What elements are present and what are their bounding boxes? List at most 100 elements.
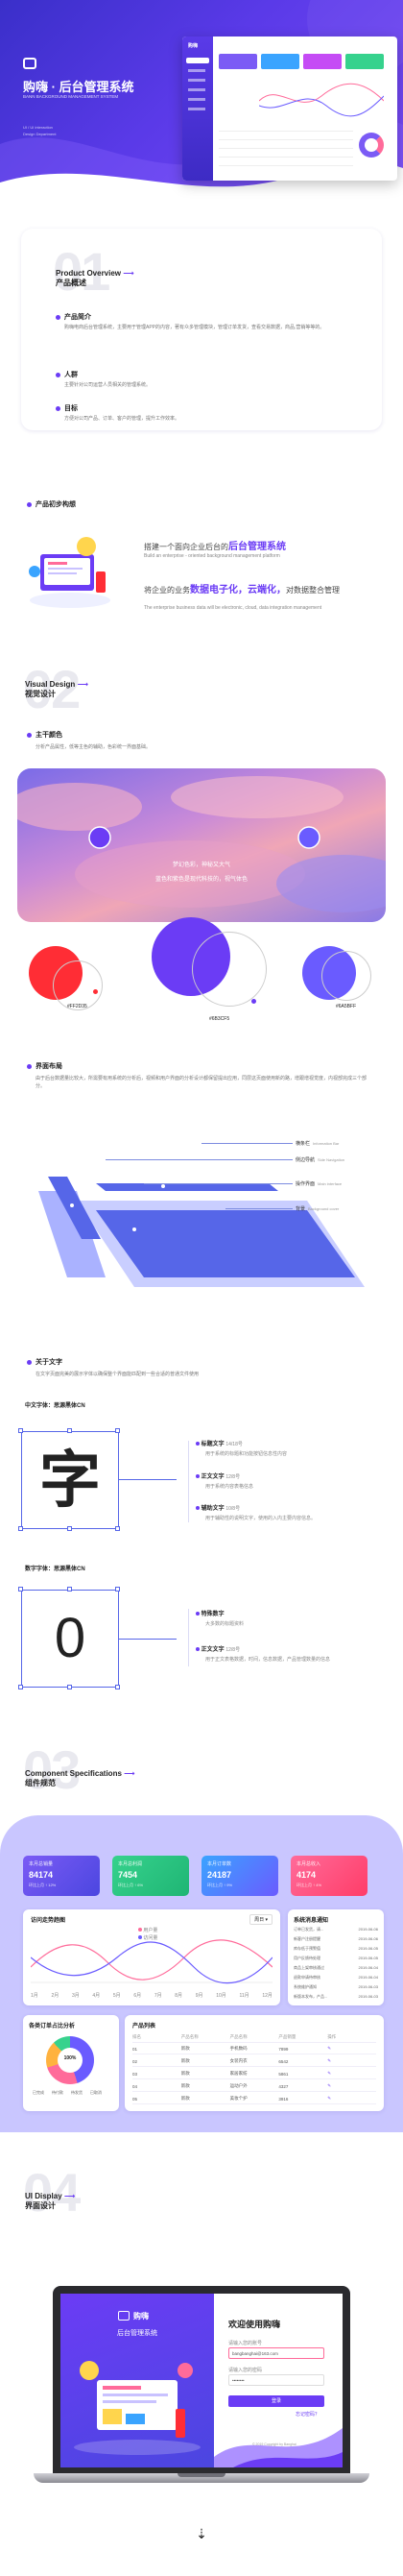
font-cn-line <box>188 1441 189 1522</box>
bullet-icon <box>56 314 60 320</box>
font-cn-connector <box>119 1479 177 1480</box>
notice-title: 系统消息通知 <box>294 1918 329 1924</box>
layout-label: 界面布局 <box>27 1061 62 1071</box>
ratio-legend: 已完成待付款待发货已取消 <box>33 2090 102 2095</box>
overview-item-3-label: 目标 <box>56 403 78 413</box>
cloud-text-1: 梦幻色彩，神秘又大气 <box>172 863 230 868</box>
layout-text: 由于后台数据量比较大，所需要有用系统的分析后，视频和用户界面的分析设计都保留提出… <box>36 1076 367 1089</box>
ui-title: UI Display ⟶界面设计 <box>25 2192 76 2210</box>
font-num-item-2-desc: 用于正文表格数据，时间，信息数据，产品管理数量的信息 <box>205 1657 331 1663</box>
layer-line-1 <box>202 1143 293 1144</box>
stat-card-orders: 本月订单数 24187 环比上月 ↑ 9% <box>202 1856 278 1896</box>
overview-item-1-text: 购嗨电商后台管理系统，主要用于管理APP的内容，著有众多管理模块，管理订单发货，… <box>64 325 325 330</box>
bullet-icon <box>27 1359 32 1365</box>
login-pwd-input[interactable]: •••••••• <box>228 2374 324 2386</box>
ui-number: 04 <box>23 2162 81 2223</box>
header-meta-1: UI / UI interaction <box>23 125 53 130</box>
bullet-icon <box>196 1612 200 1616</box>
laptop-notch <box>178 2473 225 2477</box>
resize-handle <box>67 1685 72 1689</box>
visual-title-cn: 视觉设计 <box>25 690 56 698</box>
mock-nav <box>188 88 205 91</box>
font-cn-item-3-desc: 用于辅助性的说明文字，使用的入内主要内容信息。 <box>205 1516 317 1521</box>
mock-nav <box>188 79 205 82</box>
resize-handle <box>18 1685 23 1689</box>
thinking-line-1: 搭建一个面向企业后台的后台管理系统 <box>144 542 286 552</box>
mock-nav <box>188 98 205 101</box>
edit-icon[interactable]: ✎ <box>327 2096 331 2101</box>
swatch-blue-ring <box>321 951 371 1001</box>
laptop-base <box>34 2473 369 2483</box>
bullet-icon <box>56 405 60 411</box>
swatch-purple-hex: #6B3CF5 <box>209 1016 230 1022</box>
edit-icon[interactable]: ✎ <box>327 2058 331 2063</box>
thinking-line-1-en: Build an enterprise - oriented backgroun… <box>144 553 280 559</box>
font-num-line <box>188 1609 189 1666</box>
font-cn-item-2-desc: 用于系统内容表格信息 <box>205 1484 254 1490</box>
edit-icon[interactable]: ✎ <box>327 2046 331 2051</box>
ratio-donut: 100% <box>46 2036 94 2084</box>
ratio-card: 各类订单占比分析 100% 已完成待付款待发货已取消 <box>23 2015 119 2111</box>
stat-compare: 环比上月 ↑ 6% <box>118 1883 144 1887</box>
stat-label: 本月总收入 <box>296 1861 321 1867</box>
trend-filter[interactable]: 周日 ▾ <box>249 1914 273 1925</box>
swatch-red-hex: #FF2D35 <box>67 1004 87 1009</box>
login-forgot-link[interactable]: 忘记密码？ <box>296 2412 320 2418</box>
stat-card-profit: 本月总利润 7454 环比上月 ↑ 6% <box>112 1856 189 1896</box>
mock-table <box>219 123 353 176</box>
edit-icon[interactable]: ✎ <box>327 2083 331 2088</box>
stat-card-income: 本月总收入 4174 环比上月 ↑ 4% <box>291 1856 367 1896</box>
edit-icon[interactable]: ✎ <box>327 2071 331 2076</box>
login-button[interactable]: 登录 <box>228 2395 324 2407</box>
thinking-label: 产品初步构想 <box>27 499 76 509</box>
stat-compare: 环比上月 ↑ 4% <box>296 1883 322 1887</box>
resize-handle <box>18 1526 23 1531</box>
login-footer: © 2019 Copyright by Banghai <box>252 2442 296 2446</box>
cloud-shapes <box>17 776 386 912</box>
color-label: 主干颜色 <box>27 730 62 740</box>
login-pwd-label: 请输入您的密码 <box>228 2368 263 2373</box>
login-user-input[interactable]: bangbanghai@163.com <box>228 2347 324 2359</box>
mock-chart <box>259 83 384 117</box>
mock-nav <box>188 108 205 110</box>
layer-line-3 <box>144 1183 293 1184</box>
notice-item[interactable]: 新版本发布，产品...2019-06-03 <box>294 1994 378 1999</box>
header-title: 购嗨 · 后台管理系统 <box>23 80 134 94</box>
bullet-icon <box>56 372 60 377</box>
resize-handle <box>115 1526 120 1531</box>
login-logo-icon <box>118 2311 130 2321</box>
dashboard-mock: 购嗨 <box>182 36 397 181</box>
header-banner: 购嗨 · 后台管理系统 BANN BACKGROUND MANAGEMENT S… <box>0 0 403 207</box>
components-title: Component Specifications ⟶组件规范 <box>25 1769 135 1787</box>
scroll-down-icon[interactable]: ⇣ <box>196 2526 207 2541</box>
table-header: 排名产品名称产品名称产品销量操作 <box>132 2032 376 2043</box>
overview-item-2-label: 人群 <box>56 370 78 379</box>
mock-nav <box>186 58 209 63</box>
bullet-icon <box>27 501 32 507</box>
font-cn-box: 字 <box>21 1431 119 1529</box>
resize-handle <box>67 1526 72 1531</box>
font-cn-item-3: 辅助文字 10/8号 <box>196 1503 240 1512</box>
bullet-icon <box>196 1647 200 1651</box>
font-cn-glyph: 字 <box>39 1446 101 1515</box>
notice-item[interactable]: 订单已发货，请...2019-06-06 <box>294 1927 378 1932</box>
overview-title-en: Product Overview ⟶产品概述 <box>56 269 134 287</box>
thinking-illustration <box>29 537 110 608</box>
bullet-icon <box>27 1063 32 1069</box>
font-num-item-2: 正文文字 12/8号 <box>196 1644 240 1653</box>
cloud-text-2: 蓝色和紫色是现代科技的，视气体色 <box>154 877 248 883</box>
